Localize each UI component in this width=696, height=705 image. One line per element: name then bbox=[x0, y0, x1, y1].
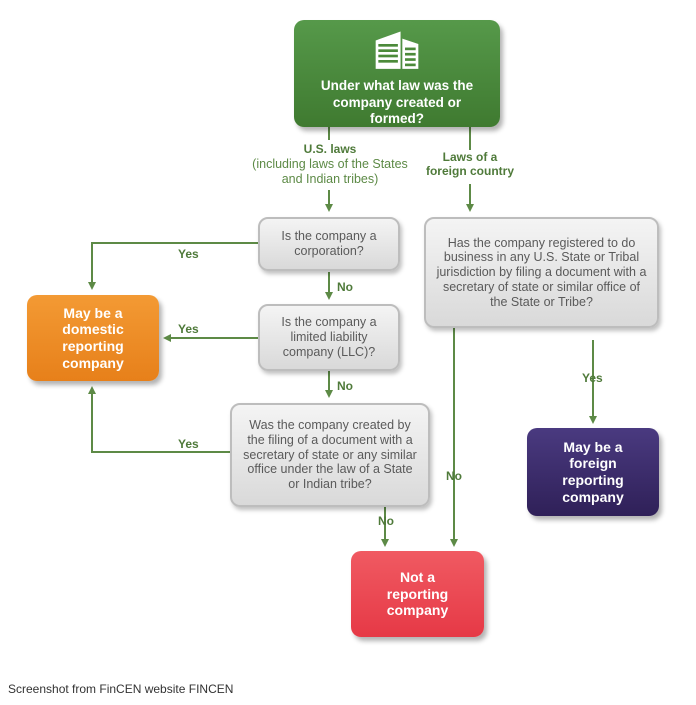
image-caption: Screenshot from FinCEN website FINCEN bbox=[8, 682, 234, 696]
filing-question-text: Was the company created by the filing of… bbox=[243, 418, 417, 492]
foreign-reporting-text: May be a foreign reporting company bbox=[562, 438, 624, 505]
not-reporting-text: Not a reporting company bbox=[386, 569, 449, 619]
corporation-question-text: Is the company a corporation? bbox=[281, 229, 377, 258]
llc-no-label: No bbox=[337, 379, 353, 393]
filing-no-label: No bbox=[378, 514, 394, 528]
not-reporting-outcome: Not a reporting company bbox=[351, 551, 484, 637]
llc-yes-label: Yes bbox=[178, 322, 199, 336]
corporation-no-label: No bbox=[337, 280, 353, 294]
llc-question-text: Is the company a limited liability compa… bbox=[281, 315, 377, 359]
arrow-corporation-yes bbox=[88, 242, 258, 290]
foreign-laws-label: Laws of a foreign country bbox=[425, 150, 514, 179]
law-question-box: Under what law was the company created o… bbox=[294, 20, 500, 127]
foreign-registration-question-box: Has the company registered to do busines… bbox=[424, 217, 659, 328]
foreign-yes-label: Yes bbox=[582, 371, 603, 385]
corporation-question-box: Is the company a corporation? bbox=[258, 217, 400, 271]
arrow-filing-yes bbox=[88, 386, 230, 453]
domestic-reporting-text: May be a domestic reporting company bbox=[62, 304, 124, 371]
building-icon bbox=[375, 31, 419, 69]
filing-question-box: Was the company created by the filing of… bbox=[230, 403, 430, 507]
corporation-yes-label: Yes bbox=[178, 247, 199, 261]
foreign-no-label: No bbox=[446, 469, 462, 483]
llc-question-box: Is the company a limited liability compa… bbox=[258, 304, 400, 371]
domestic-reporting-outcome: May be a domestic reporting company bbox=[27, 295, 159, 381]
foreign-reporting-outcome: May be a foreign reporting company bbox=[527, 428, 659, 516]
us-laws-sublabel: (including laws of the States and Indian… bbox=[252, 157, 408, 186]
foreign-registration-question-text: Has the company registered to do busines… bbox=[436, 235, 647, 309]
filing-yes-label: Yes bbox=[178, 437, 199, 451]
law-question-text: Under what law was the company created o… bbox=[320, 78, 474, 126]
us-laws-label: U.S. laws bbox=[303, 142, 357, 156]
